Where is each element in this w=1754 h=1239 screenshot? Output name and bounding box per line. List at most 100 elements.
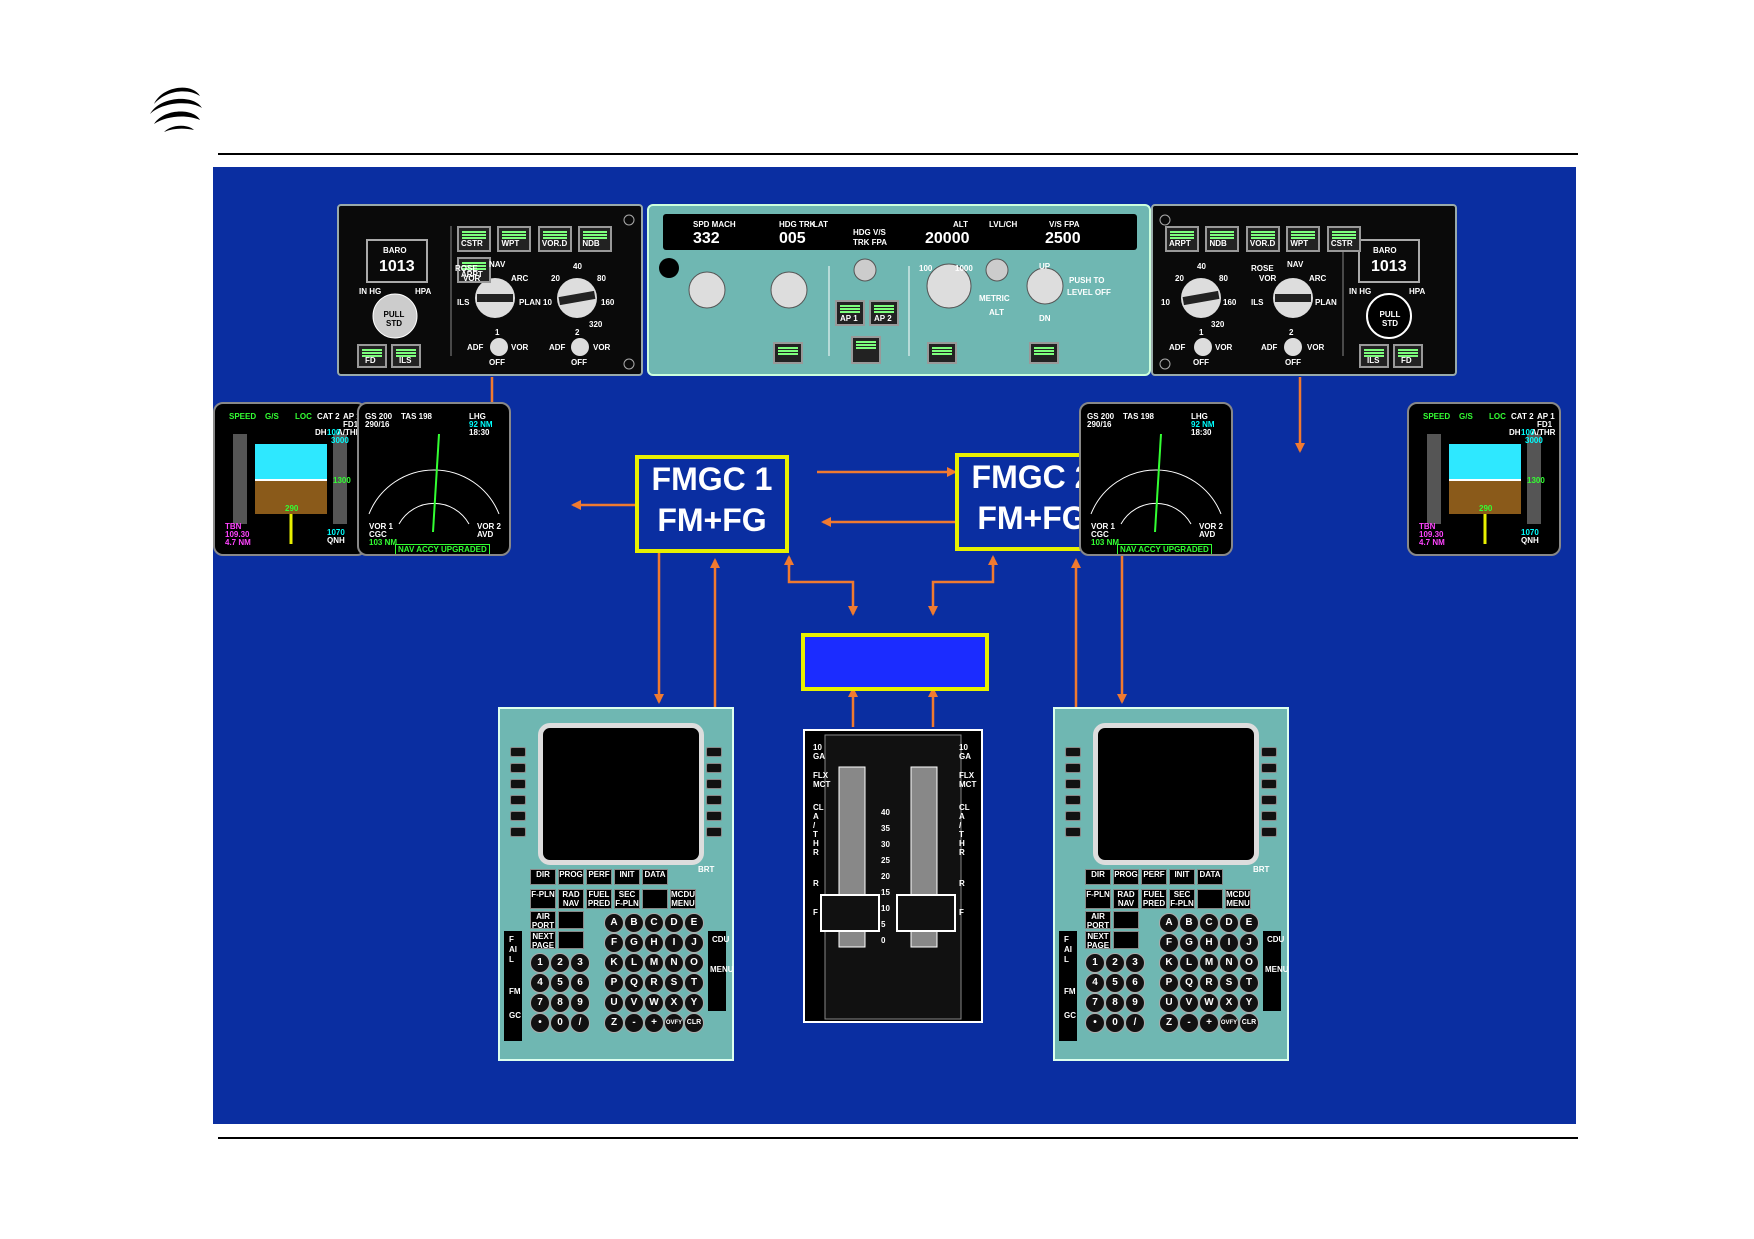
mcdu-left-key-7[interactable]: 7	[530, 993, 550, 1013]
mcdu-left-key-v[interactable]: V	[624, 993, 644, 1013]
mcdu-left-lsk-1r[interactable]	[706, 747, 722, 757]
mcdu-right-blank3-key[interactable]	[1113, 931, 1139, 949]
efis-left-arpt-button[interactable]: ARPT	[457, 257, 491, 283]
mcdu-right-key-g[interactable]: G	[1179, 933, 1199, 953]
mcdu-right-key-a[interactable]: A	[1159, 913, 1179, 933]
mcdu-right-key-j[interactable]: J	[1239, 933, 1259, 953]
mcdu-left-lsk-3l[interactable]	[510, 779, 526, 789]
mcdu-right-mcdumenu-key[interactable]: MCDU MENU	[1225, 889, 1251, 909]
mcdu-right-key-0[interactable]: 0	[1105, 1013, 1125, 1033]
mcdu-right-lsk-6l[interactable]	[1065, 827, 1081, 837]
mcdu-left-lsk-1l[interactable]	[510, 747, 526, 757]
fcu-appr-button[interactable]	[1029, 342, 1059, 364]
mcdu-left-key-u[interactable]: U	[604, 993, 624, 1013]
mcdu-right-key-i[interactable]: I	[1219, 933, 1239, 953]
mcdu-left-lsk-5r[interactable]	[706, 811, 722, 821]
mcdu-right-key-4[interactable]: 4	[1085, 973, 1105, 993]
mcdu-right-data-key[interactable]: DATA	[1197, 869, 1223, 885]
mcdu-left-secfpln-key[interactable]: SEC F-PLN	[614, 889, 640, 909]
mcdu-right-key-u[interactable]: U	[1159, 993, 1179, 1013]
mcdu-right-nextpage-key[interactable]: NEXT PAGE	[1085, 931, 1111, 950]
mcdu-left-key-4[interactable]: 4	[530, 973, 550, 993]
mcdu-right-prog-key[interactable]: PROG	[1113, 869, 1139, 885]
mcdu-right-key-minus[interactable]: -	[1179, 1013, 1199, 1033]
mcdu-right-perf-key[interactable]: PERF	[1141, 869, 1167, 885]
mcdu-right-secfpln-key[interactable]: SEC F-PLN	[1169, 889, 1195, 909]
mcdu-left-key-e[interactable]: E	[684, 913, 704, 933]
mcdu-right-key-s[interactable]: S	[1219, 973, 1239, 993]
mcdu-right-key-m[interactable]: M	[1199, 953, 1219, 973]
mcdu-left-key-clr[interactable]: CLR	[684, 1013, 704, 1033]
mcdu-right-lsk-2l[interactable]	[1065, 763, 1081, 773]
fcu-ap2-button[interactable]: AP 2	[869, 300, 899, 326]
fcu-athr-button[interactable]	[851, 336, 881, 364]
mcdu-left-fuelpred-key[interactable]: FUEL PRED	[586, 889, 612, 909]
mcdu-left-key-t[interactable]: T	[684, 973, 704, 993]
mcdu-left-data-key[interactable]: DATA	[642, 869, 668, 885]
mcdu-left-lsk-5l[interactable]	[510, 811, 526, 821]
mcdu-right-key-6[interactable]: 6	[1125, 973, 1145, 993]
mcdu-right-key-5[interactable]: 5	[1105, 973, 1125, 993]
mcdu-left-key-2[interactable]: 2	[550, 953, 570, 973]
mcdu-left-key-s[interactable]: S	[664, 973, 684, 993]
mcdu-right-key-7[interactable]: 7	[1085, 993, 1105, 1013]
mcdu-left-lsk-6l[interactable]	[510, 827, 526, 837]
mcdu-right-key-n[interactable]: N	[1219, 953, 1239, 973]
mcdu-left-blank3-key[interactable]	[558, 931, 584, 949]
mcdu-left-nextpage-key[interactable]: NEXT PAGE	[530, 931, 556, 950]
mcdu-right-lsk-3r[interactable]	[1261, 779, 1277, 789]
mcdu-left-key-l[interactable]: L	[624, 953, 644, 973]
mcdu-right-key-z[interactable]: Z	[1159, 1013, 1179, 1033]
mcdu-left-key-3[interactable]: 3	[570, 953, 590, 973]
mcdu-right-key-q[interactable]: Q	[1179, 973, 1199, 993]
mcdu-left-lsk-2r[interactable]	[706, 763, 722, 773]
mcdu-right-key-h[interactable]: H	[1199, 933, 1219, 953]
mcdu-left-mcdumenu-key[interactable]: MCDU MENU	[670, 889, 696, 909]
mcdu-left-key-plus[interactable]: +	[644, 1013, 664, 1033]
efis-right-cstr-button[interactable]: CSTR	[1326, 226, 1361, 252]
mcdu-right-key-dot[interactable]: •	[1085, 1013, 1105, 1033]
mcdu-left-key-f[interactable]: F	[604, 933, 624, 953]
mcdu-left-key-n[interactable]: N	[664, 953, 684, 973]
mcdu-left-blank-key[interactable]	[642, 889, 668, 909]
mcdu-right-key-8[interactable]: 8	[1105, 993, 1125, 1013]
efis-left-pull-std-button[interactable]: PULL STD	[383, 310, 405, 328]
mcdu-right-key-9[interactable]: 9	[1125, 993, 1145, 1013]
mcdu-left-init-key[interactable]: INIT	[614, 869, 640, 885]
mcdu-right-key-x[interactable]: X	[1219, 993, 1239, 1013]
fcu-loc-button[interactable]	[773, 342, 803, 364]
efis-right-wpt-button[interactable]: WPT	[1286, 226, 1321, 252]
fcu-exped-button[interactable]	[927, 342, 957, 364]
mcdu-left-key-ovfy[interactable]: OVFY	[664, 1013, 684, 1033]
mcdu-left-key-minus[interactable]: -	[624, 1013, 644, 1033]
mcdu-left-key-p[interactable]: P	[604, 973, 624, 993]
efis-left-fd-button[interactable]: FD	[357, 344, 387, 368]
mcdu-right-key-1[interactable]: 1	[1085, 953, 1105, 973]
mcdu-left-key-5[interactable]: 5	[550, 973, 570, 993]
mcdu-left-key-9[interactable]: 9	[570, 993, 590, 1013]
mcdu-right-lsk-4r[interactable]	[1261, 795, 1277, 805]
mcdu-left-prog-key[interactable]: PROG	[558, 869, 584, 885]
mcdu-right-fpln-key[interactable]: F-PLN	[1085, 889, 1111, 909]
efis-right-arpt-button[interactable]: ARPT	[1165, 226, 1199, 252]
mcdu-right-key-c[interactable]: C	[1199, 913, 1219, 933]
efis-left-cstr-button[interactable]: CSTR	[457, 226, 491, 252]
mcdu-right-key-f[interactable]: F	[1159, 933, 1179, 953]
efis-left-vord-button[interactable]: VOR.D	[537, 226, 572, 252]
mcdu-right-key-w[interactable]: W	[1199, 993, 1219, 1013]
mcdu-left-key-b[interactable]: B	[624, 913, 644, 933]
mcdu-right-lsk-5l[interactable]	[1065, 811, 1081, 821]
mcdu-left-key-d[interactable]: D	[664, 913, 684, 933]
mcdu-left-key-x[interactable]: X	[664, 993, 684, 1013]
mcdu-right-lsk-1r[interactable]	[1261, 747, 1277, 757]
efis-right-ndb-button[interactable]: NDB	[1205, 226, 1240, 252]
mcdu-left-key-i[interactable]: I	[664, 933, 684, 953]
efis-left-wpt-button[interactable]: WPT	[497, 226, 532, 252]
mcdu-left-key-k[interactable]: K	[604, 953, 624, 973]
mcdu-left-key-8[interactable]: 8	[550, 993, 570, 1013]
mcdu-right-lsk-4l[interactable]	[1065, 795, 1081, 805]
mcdu-left-lsk-4r[interactable]	[706, 795, 722, 805]
mcdu-right-airport-key[interactable]: AIR PORT	[1085, 911, 1111, 930]
mcdu-left-lsk-2l[interactable]	[510, 763, 526, 773]
mcdu-right-key-e[interactable]: E	[1239, 913, 1259, 933]
